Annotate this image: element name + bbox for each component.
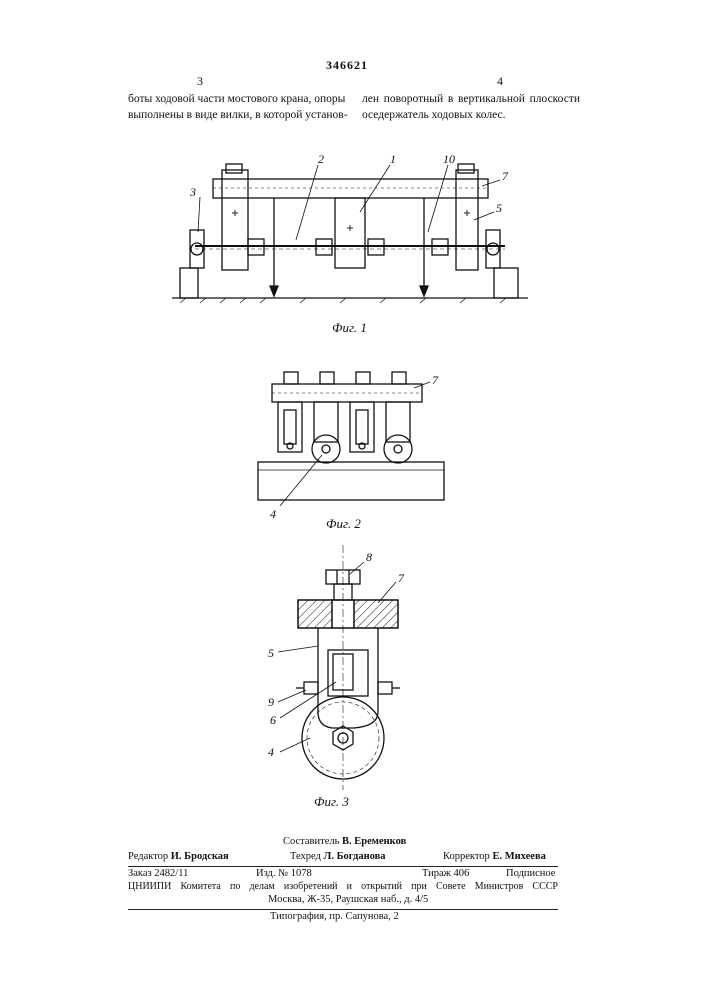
imprint-corrector: Корректор Е. Михеева (443, 851, 546, 862)
corrector-label: Корректор (443, 851, 490, 862)
callout-fig1-1: 1 (390, 152, 396, 166)
callout-fig1-5: 5 (496, 201, 502, 215)
text-line: лен поворотный в вертикальной плоскости (362, 93, 580, 105)
text-line: выполнены в виде вилки, в которой устано… (128, 109, 348, 121)
callout-fig3-9: 9 (268, 695, 274, 709)
figure-1 (172, 163, 528, 304)
callout-fig3-5: 5 (268, 646, 274, 660)
callout-fig3-8: 8 (366, 550, 372, 564)
text-line: оседержатель ходовых колес. (362, 109, 506, 121)
callout-fig1-2: 2 (318, 152, 324, 166)
patent-number: 346621 (326, 58, 368, 72)
callout-fig1-7: 7 (502, 169, 509, 183)
imprint-edition: Изд. № 1078 (256, 868, 312, 879)
techred-label: Техред (290, 851, 321, 862)
techred-name: Л. Богданова (323, 851, 386, 862)
caption-fig1: Фиг. 1 (332, 320, 367, 335)
corrector-name: Е. Михеева (492, 851, 546, 862)
imprint-divider-bottom (128, 909, 558, 910)
figure-2 (257, 371, 445, 507)
imprint-printing: Типография, пр. Сапунова, 2 (270, 911, 399, 922)
imprint-order: Заказ 2482/11 (128, 868, 189, 879)
imprint-circulation: Тираж 406 (422, 868, 470, 879)
callout-fig2-7: 7 (432, 373, 439, 387)
text-line: боты ходовой части мостового крана, опор… (128, 93, 346, 105)
imprint-address: Москва, Ж-35, Раушская наб., д. 4/5 (268, 894, 429, 905)
column-number-left: 3 (197, 74, 203, 88)
compiler-name: В. Еременков (342, 836, 407, 847)
imprint-divider (128, 866, 558, 867)
callout-fig1-3: 3 (189, 185, 196, 199)
editor-label: Редактор (128, 851, 169, 862)
column-left-text: боты ходовой части мостового крана, опор… (128, 91, 348, 123)
imprint-institute: ЦНИИПИ Комитета по делам изобретений и о… (128, 881, 558, 892)
caption-fig3: Фиг. 3 (314, 794, 349, 809)
callout-fig2-4: 4 (270, 507, 276, 521)
imprint-subscription: Подписное (506, 868, 556, 879)
imprint-compiler: Составитель В. Еременков (283, 836, 406, 847)
callout-fig1-10: 10 (443, 152, 455, 166)
figure-3 (277, 545, 400, 790)
column-number-right: 4 (497, 74, 503, 88)
caption-fig2: Фиг. 2 (326, 516, 361, 531)
column-right-text: лен поворотный в вертикальной плоскости … (362, 91, 580, 123)
callout-fig3-6: 6 (270, 713, 276, 727)
callout-fig3-7: 7 (398, 571, 405, 585)
editor-name: И. Бродская (170, 851, 229, 862)
compiler-label: Составитель (283, 836, 340, 847)
imprint-techred: Техред Л. Богданова (290, 851, 386, 862)
imprint-editor: Редактор И. Бродская (128, 851, 229, 862)
callout-fig3-4: 4 (268, 745, 274, 759)
